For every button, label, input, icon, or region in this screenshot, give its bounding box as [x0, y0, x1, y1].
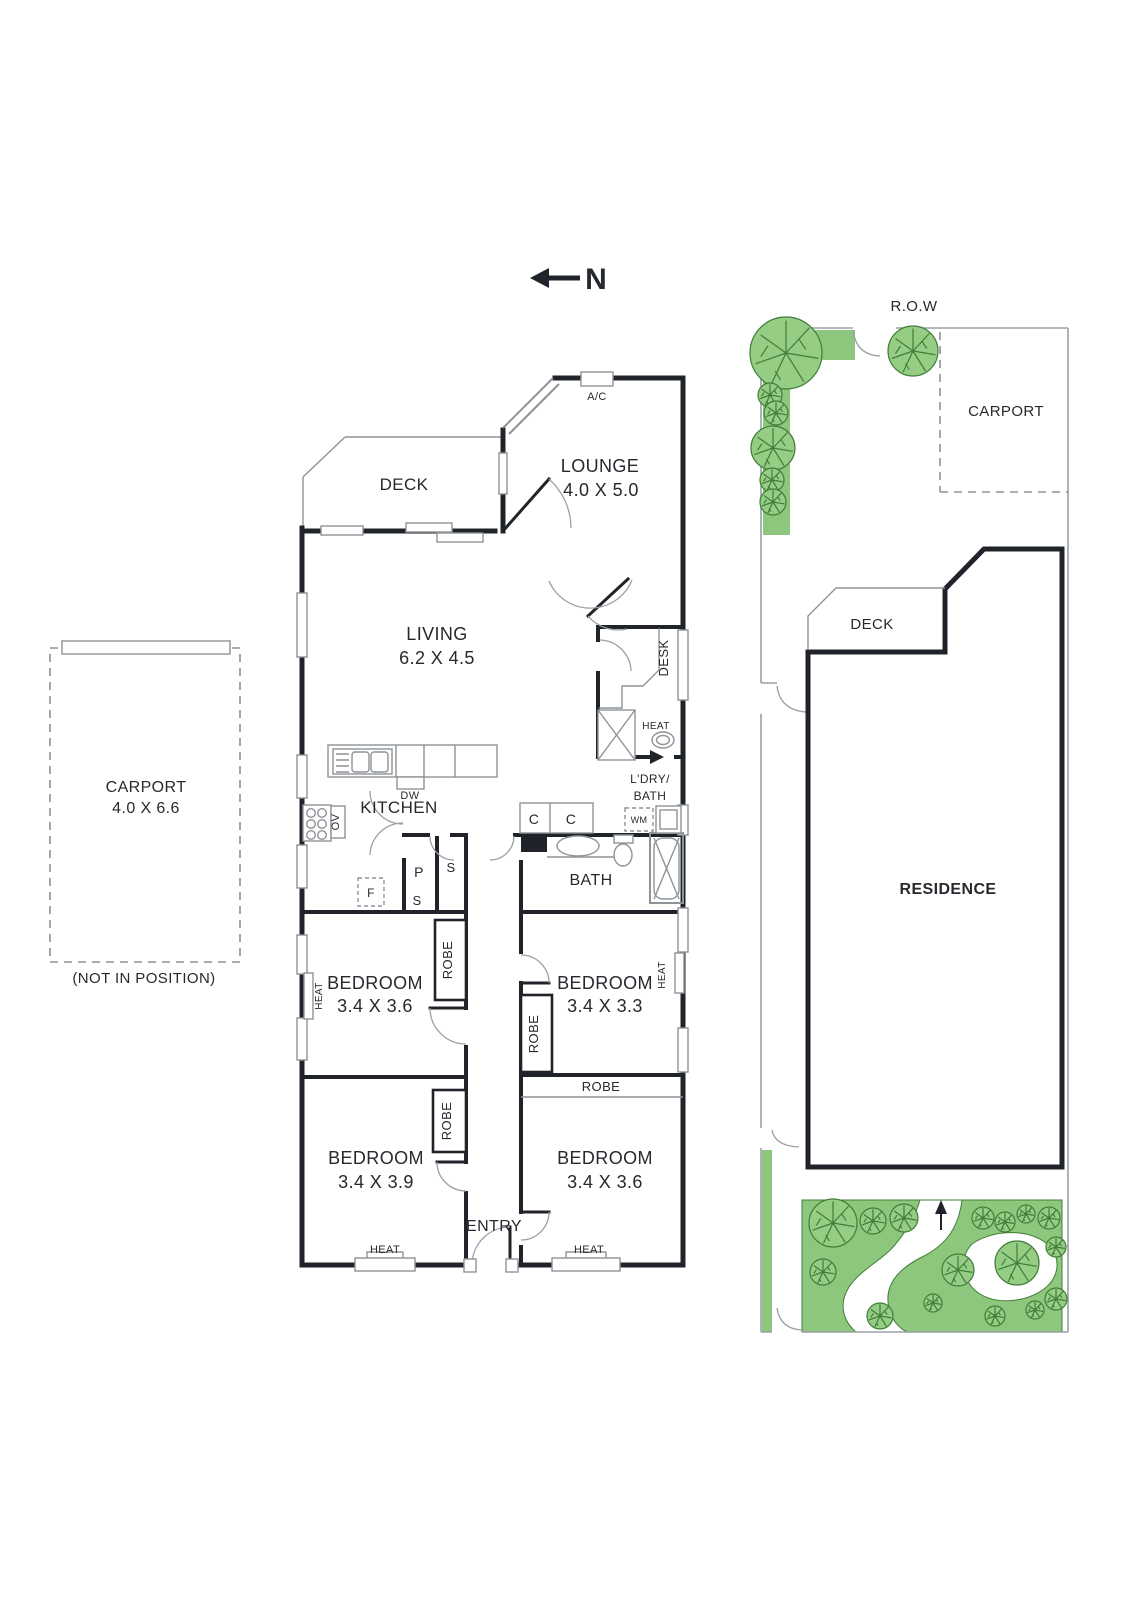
site-labels: R.O.W CARPORT DECK RESIDENCE [850, 298, 1044, 898]
wall-heaters [303, 952, 685, 1273]
living-dims: 6.2 X 4.5 [399, 648, 475, 668]
site-carport-label: CARPORT [968, 403, 1044, 420]
desk-label: DESK [656, 639, 671, 676]
fridge-label: F [367, 886, 375, 900]
shelf-label-1: S [446, 860, 455, 875]
ldry-label-2: BATH [634, 789, 667, 803]
lounge-dims: 4.0 X 5.0 [563, 480, 639, 500]
robe-mr-label: ROBE [526, 1015, 541, 1053]
residence-label: RESIDENCE [900, 881, 997, 898]
ldry-label-1: L'DRY/ [630, 772, 670, 786]
north-label: N [585, 263, 607, 296]
detached-carport: CARPORT 4.0 X 6.6 (NOT IN POSITION) [49, 640, 241, 987]
door-arcs [369, 478, 633, 1266]
cupboard-label-2: C [566, 811, 577, 827]
cupboard-label-1: C [529, 811, 540, 827]
pantry-label: P [414, 864, 424, 880]
bed-mr-dims: 3.4 X 3.3 [567, 996, 643, 1016]
laundry-arrow-icon [650, 750, 664, 764]
bed-ml-label: BEDROOM [327, 973, 423, 993]
robe-ml-label: ROBE [440, 941, 455, 979]
deck-outline [302, 436, 502, 529]
carport-beam [61, 640, 231, 655]
robe-bl-label: ROBE [439, 1102, 454, 1140]
detached-carport-note: (NOT IN POSITION) [72, 970, 215, 987]
entry-label: ENTRY [466, 1218, 522, 1235]
wm-label: WM [631, 815, 648, 825]
row-label: R.O.W [891, 298, 938, 315]
heat-bottom-right-label: HEAT [574, 1244, 604, 1256]
robe-br-label: ROBE [582, 1079, 620, 1094]
bed-br-label: BEDROOM [557, 1148, 653, 1168]
door-leaves [428, 476, 631, 1267]
detached-carport-dims: 4.0 X 6.6 [112, 800, 180, 817]
rear-arrow [935, 1200, 947, 1230]
detached-carport-label: CARPORT [106, 779, 187, 796]
north-indicator: N [530, 263, 607, 296]
site-plan: R.O.W CARPORT DECK RESIDENCE [750, 298, 1069, 1333]
bed-mr-label: BEDROOM [557, 973, 653, 993]
hall-heat-label: HEAT [642, 721, 670, 732]
ov-label: OV [330, 813, 342, 830]
dw-label: DW [400, 790, 419, 802]
bath-label: BATH [569, 872, 612, 889]
outer-walls [299, 375, 686, 1268]
windows [296, 452, 689, 1073]
living-label: LIVING [406, 624, 467, 644]
site-carport-outline [939, 332, 1068, 493]
bay-window [502, 377, 560, 435]
kitchen-label: KITCHEN [360, 798, 437, 817]
robes [431, 918, 554, 1154]
hall-desk [597, 628, 675, 764]
shelf-label-2: S [412, 893, 421, 908]
heat-bottom-left-label: HEAT [370, 1244, 400, 1256]
site-gates [771, 329, 881, 1331]
bed-bl-label: BEDROOM [328, 1148, 424, 1168]
heat-left-label: HEAT [314, 982, 325, 1010]
kitchen-fixtures [302, 744, 498, 907]
heat-right-label: HEAT [657, 961, 668, 989]
north-arrow-icon [530, 268, 549, 288]
residence-outline [805, 546, 1065, 1170]
site-deck-label: DECK [850, 616, 893, 633]
bath-fixtures [519, 802, 684, 904]
bed-ml-dims: 3.4 X 3.6 [337, 996, 413, 1016]
bed-br-dims: 3.4 X 3.6 [567, 1172, 643, 1192]
floorplan-labels: DECK LOUNGE 4.0 X 5.0 LIVING 6.2 X 4.5 A… [314, 391, 671, 1256]
ac-unit [580, 371, 614, 387]
bed-bl-dims: 3.4 X 3.9 [338, 1172, 414, 1192]
main-floorplan: DECK LOUNGE 4.0 X 5.0 LIVING 6.2 X 4.5 A… [296, 371, 689, 1273]
site-deck-outline [807, 587, 945, 650]
ac-label: A/C [587, 391, 607, 403]
deck-label: DECK [380, 475, 429, 494]
lounge-label: LOUNGE [561, 456, 639, 476]
